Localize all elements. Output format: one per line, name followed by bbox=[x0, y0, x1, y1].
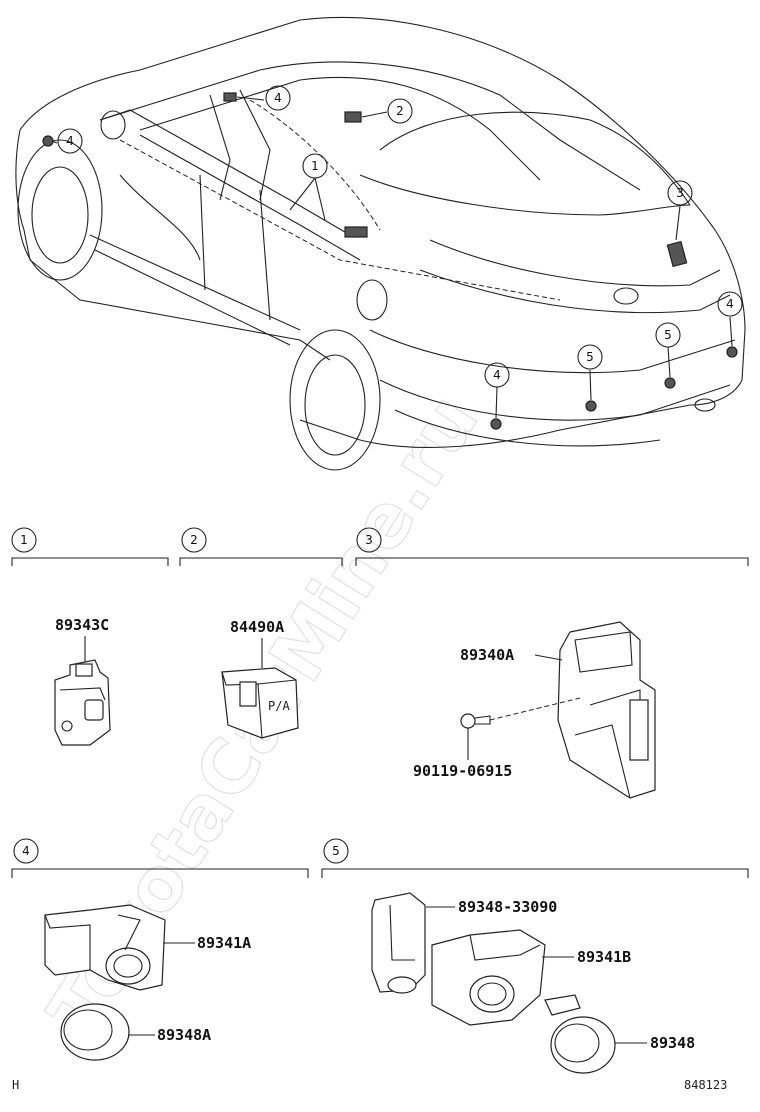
part-label-89341a: 89341A bbox=[197, 934, 251, 952]
part-84490a-switch: P/A bbox=[221, 667, 299, 739]
part-label-89341b: 89341B bbox=[577, 948, 631, 966]
svg-text:P/A: P/A bbox=[268, 699, 290, 713]
svg-text:1: 1 bbox=[311, 159, 319, 173]
svg-text:5: 5 bbox=[332, 844, 340, 858]
section-header-2: 2 bbox=[179, 527, 343, 566]
section-header-3: 3 bbox=[355, 527, 749, 566]
svg-text:3: 3 bbox=[365, 533, 373, 547]
part-89340a-control-unit bbox=[557, 621, 656, 799]
part-label-89348: 89348 bbox=[650, 1034, 695, 1052]
svg-text:4: 4 bbox=[493, 368, 501, 382]
svg-text:4: 4 bbox=[22, 844, 30, 858]
part-89348-retainer bbox=[544, 994, 616, 1074]
part-89341a-sensor bbox=[44, 904, 166, 991]
car-callout-2: 2 bbox=[387, 98, 413, 124]
svg-text:5: 5 bbox=[586, 350, 594, 364]
car-callout-5-center: 5 bbox=[577, 344, 603, 370]
part-89348a-retainer bbox=[60, 1003, 130, 1061]
svg-text:1: 1 bbox=[20, 533, 28, 547]
section-header-5: 5 bbox=[321, 838, 749, 878]
svg-text:2: 2 bbox=[396, 104, 404, 118]
svg-text:4: 4 bbox=[274, 91, 282, 105]
part-label-84490a: 84490A bbox=[230, 618, 284, 636]
part-label-89343c: 89343C bbox=[55, 616, 109, 634]
car-callout-4-rear-left: 4 bbox=[484, 362, 510, 388]
car-callout-5-right: 5 bbox=[655, 322, 681, 348]
svg-text:4: 4 bbox=[726, 297, 734, 311]
part-89348-33090-bracket bbox=[371, 892, 426, 994]
car-illustration bbox=[15, 16, 746, 471]
section-header-4: 4 bbox=[11, 838, 309, 878]
part-89341b-sensor bbox=[431, 929, 546, 1026]
car-callout-3: 3 bbox=[667, 180, 693, 206]
section-header-1: 1 bbox=[11, 527, 169, 566]
footer-code: H bbox=[12, 1078, 19, 1092]
car-callout-4-roof: 4 bbox=[265, 85, 291, 111]
diagram-number: 848123 bbox=[684, 1078, 727, 1092]
part-label-89348a: 89348A bbox=[157, 1026, 211, 1044]
part-label-90119-06915: 90119-06915 bbox=[413, 762, 512, 780]
svg-text:4: 4 bbox=[66, 134, 74, 148]
svg-text:2: 2 bbox=[190, 533, 198, 547]
car-callout-1: 1 bbox=[302, 153, 328, 179]
car-callout-4-front: 4 bbox=[57, 128, 83, 154]
part-label-89348-33090: 89348-33090 bbox=[458, 898, 557, 916]
car-callout-4-rear-right: 4 bbox=[717, 291, 743, 317]
part-label-89340a: 89340A bbox=[460, 646, 514, 664]
svg-text:3: 3 bbox=[676, 186, 684, 200]
svg-text:5: 5 bbox=[664, 328, 672, 342]
part-89343c-sensor bbox=[54, 659, 111, 746]
